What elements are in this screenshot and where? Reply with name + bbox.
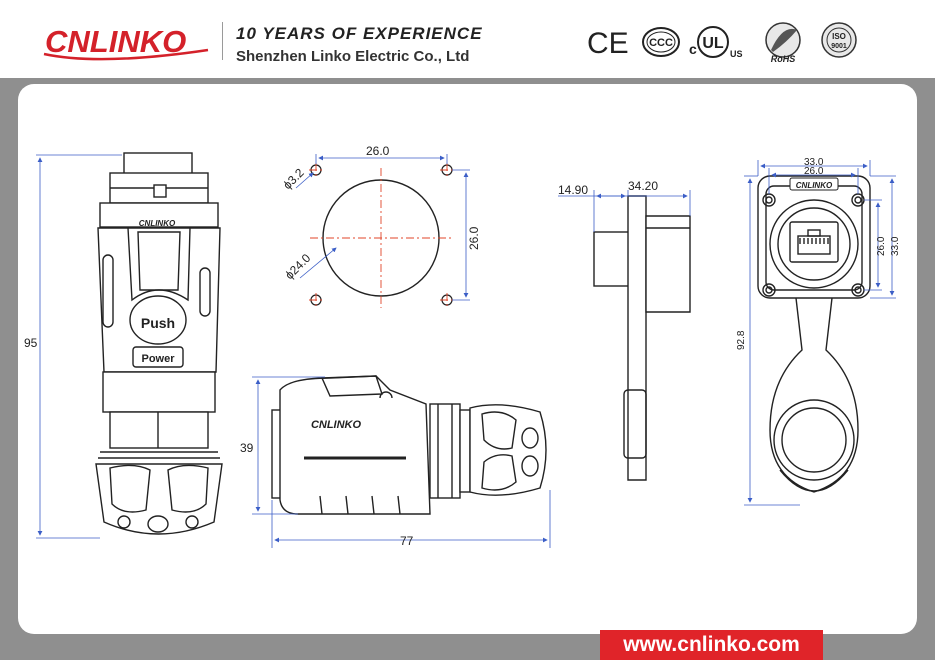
certification-marks: CE CCC c UL US RoHS ISO 9001 <box>587 22 857 64</box>
front-view <box>95 152 223 535</box>
cutout-pitch-horizontal-label: 26.0 <box>366 144 390 158</box>
ul-us-letters: US <box>730 49 743 59</box>
logo-swoosh-icon <box>43 48 209 61</box>
receptacle-length-label: 92.8 <box>736 330 747 350</box>
header-divider <box>222 22 223 60</box>
tagline: 10 YEARS OF EXPERIENCE <box>236 24 483 43</box>
cutout-opening-diameter-label: ϕ24.0 <box>282 251 313 282</box>
iso-mark-text: ISO <box>832 32 846 41</box>
side-view-brand: CNLINKO <box>311 419 362 431</box>
push-label: Push <box>141 315 175 331</box>
front-view-height-dimension <box>36 154 122 539</box>
profile-view <box>593 195 691 481</box>
ccc-mark-text: CCC <box>649 37 673 49</box>
website-link[interactable]: www.cnlinko.com <box>600 630 823 660</box>
receptacle-dimensions <box>744 160 896 506</box>
profile-flange-label: 14.90 <box>558 183 588 197</box>
receptacle-view <box>757 175 871 493</box>
cutout-pitch-vertical-label: 26.0 <box>467 226 481 250</box>
ul-mark-icon: c UL US <box>689 26 743 59</box>
side-view <box>271 375 547 515</box>
ul-c-letter: c <box>689 41 697 57</box>
side-view-height-label: 39 <box>240 441 254 455</box>
receptacle-inner-width-label: 26.0 <box>804 166 824 177</box>
ccc-mark-icon: CCC <box>642 27 680 57</box>
rohs-mark-text: RoHS <box>771 54 796 64</box>
ce-mark-text: CE <box>587 27 629 60</box>
receptacle-inner-height-label: 26.0 <box>876 236 887 256</box>
iso-number-text: 9001 <box>831 43 847 50</box>
front-view-height-label: 95 <box>24 336 38 350</box>
ul-mark-text: UL <box>702 35 724 52</box>
front-view-brand: CNLINKO <box>139 219 176 228</box>
iso-mark-icon: ISO 9001 <box>821 22 857 58</box>
company-logo: CNLINKO <box>45 24 187 59</box>
power-label: Power <box>141 353 175 365</box>
profile-view-dimensions <box>558 190 691 232</box>
receptacle-outer-height-label: 33.0 <box>890 236 901 256</box>
cutout-hole-diameter-label: ϕ3.2 <box>280 165 307 192</box>
panel-cutout-view <box>295 154 470 308</box>
side-view-dimensions <box>252 376 551 548</box>
receptacle-brand: CNLINKO <box>796 181 833 190</box>
side-view-length-label: 77 <box>400 534 414 548</box>
profile-depth-label: 34.20 <box>628 179 658 193</box>
header-bar: CNLINKO 10 YEARS OF EXPERIENCE Shenzhen … <box>0 0 935 78</box>
rohs-mark-icon: RoHS <box>765 22 801 64</box>
receptacle-outer-width-label: 33.0 <box>804 157 824 168</box>
company-name: Shenzhen Linko Electric Co., Ltd <box>236 48 470 65</box>
ce-mark-icon: CE <box>587 27 629 60</box>
